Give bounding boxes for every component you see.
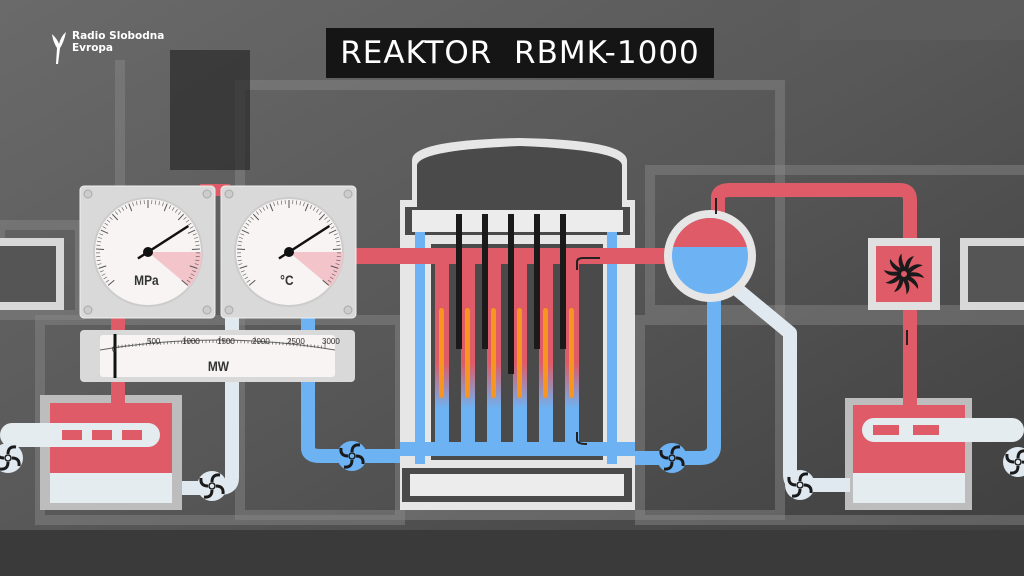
- power-tick-label: 2000: [252, 337, 270, 346]
- control-rod: [534, 214, 540, 349]
- fuel-rod: [517, 308, 522, 398]
- fuel-rod: [439, 308, 444, 398]
- screw: [224, 305, 234, 315]
- right-condenser: [845, 398, 1024, 510]
- control-rod: [456, 214, 462, 349]
- turbine-blade: [898, 253, 908, 274]
- power-tick-label: 1000: [182, 337, 200, 346]
- danger-zone: [289, 252, 343, 287]
- temperature-gauge: [220, 185, 357, 319]
- power-tick-label: 0: [112, 345, 117, 354]
- turbine-blade: [894, 274, 904, 292]
- power-meter-unit: MW: [207, 358, 230, 374]
- power-tick-label: 1500: [217, 337, 235, 346]
- control-rod: [482, 214, 488, 349]
- turbine: [868, 238, 940, 345]
- pump-icon: [0, 443, 23, 473]
- screw: [83, 305, 93, 315]
- turbine-blade: [904, 256, 914, 274]
- screw: [224, 189, 234, 199]
- screw: [202, 189, 212, 199]
- logo-line2: Evropa: [72, 42, 114, 54]
- turbine-hub: [899, 269, 909, 279]
- right-generator-box: [960, 238, 1024, 310]
- pressure-gauge-unit: MPa: [134, 272, 159, 288]
- pump-icon: [1003, 447, 1024, 477]
- screw: [83, 189, 93, 199]
- left-generator-box: [0, 238, 64, 310]
- steam-separator-drum: [664, 198, 756, 302]
- pump-icon: [197, 471, 227, 501]
- power-tick-label: 2500: [287, 337, 305, 346]
- diagram-title: REAKTOR RBMK-1000: [326, 28, 714, 78]
- fuel-rod: [543, 308, 548, 398]
- power-meter: [80, 330, 355, 382]
- danger-zone: [148, 252, 202, 287]
- left-condenser: [0, 318, 182, 510]
- pump-icon: [657, 443, 687, 473]
- logo-line1: Radio Slobodna: [72, 30, 165, 42]
- control-rod: [508, 214, 514, 374]
- fuel-rod: [465, 308, 470, 398]
- screw: [343, 305, 353, 315]
- power-tick-label: 3000: [322, 337, 340, 346]
- temperature-gauge-unit: °C: [280, 272, 294, 288]
- reactor-vessel: [400, 138, 635, 510]
- torch-icon: [52, 32, 66, 64]
- fuel-rod: [491, 308, 496, 398]
- pressure-gauge: [79, 185, 216, 319]
- fuel-rod: [569, 308, 574, 398]
- control-rod: [560, 214, 566, 349]
- pump-icon: [337, 441, 367, 471]
- screw: [202, 305, 212, 315]
- power-tick-label: 500: [147, 337, 161, 346]
- screw: [343, 189, 353, 199]
- pump-icon: [785, 470, 815, 500]
